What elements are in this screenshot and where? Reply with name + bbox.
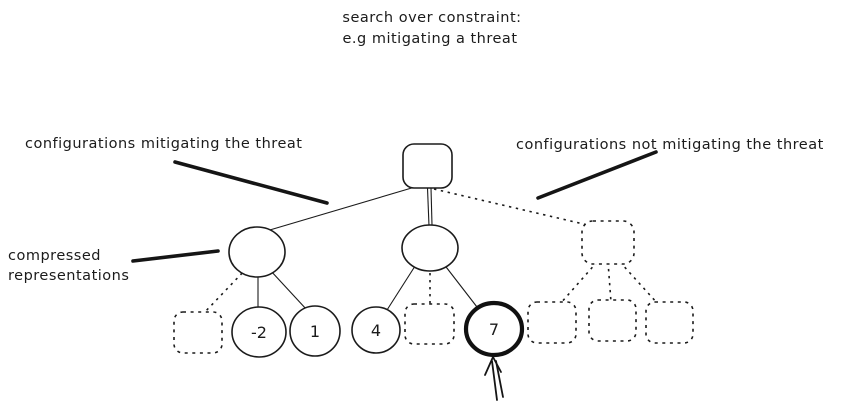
- leaf-value-4: 4: [371, 321, 381, 340]
- leaf-node-dashed-right-1: [527, 301, 577, 344]
- leaf-node-dashed-right-3: [645, 301, 694, 344]
- leaf-node-7-highlighted: [463, 300, 525, 358]
- edge-root-to-right-branch-dashed: [433, 188, 593, 227]
- leaf-node-1: [289, 305, 341, 357]
- leaf-value-7: 7: [489, 320, 499, 339]
- label-configurations-mitigating: configurations mitigating the threat: [25, 136, 302, 152]
- leaf-value-1: 1: [310, 322, 320, 341]
- leaf-node-dashed-middle: [404, 303, 455, 345]
- edge-right-branch-to-dashed-leaf-1: [559, 261, 598, 305]
- pointer-line-not-mitigating: [536, 150, 658, 200]
- pointer-line-compressed: [131, 249, 220, 263]
- left-branch-node: [228, 226, 286, 278]
- leaf-node-dashed-left: [173, 311, 223, 354]
- middle-branch-node: [401, 224, 459, 272]
- edge-right-branch-to-dashed-leaf-2: [607, 261, 612, 303]
- tree-nodes: [173, 143, 694, 358]
- leaf-node-4: [351, 306, 401, 354]
- tree-edges: [203, 186, 659, 314]
- edge-middle-branch-to-leaf-7: [442, 262, 478, 308]
- leaf-node-neg2: [231, 306, 287, 358]
- edge-right-branch-to-dashed-leaf-3: [619, 261, 659, 305]
- up-arrow-icon: [484, 356, 504, 401]
- leaf-value-neg2: -2: [251, 323, 267, 342]
- right-branch-node-dashed: [581, 220, 635, 265]
- title-line-2: e.g mitigating a threat: [342, 31, 517, 47]
- pointer-line-mitigating: [173, 160, 329, 205]
- edge-left-branch-to-leaf-1: [269, 269, 308, 311]
- edge-root-to-middle-branch-stroke2: [430, 187, 433, 226]
- edge-root-to-left-branch: [262, 186, 416, 233]
- edge-middle-branch-to-leaf-4: [386, 262, 418, 311]
- title-line-1: search over constraint:: [342, 10, 521, 26]
- leaf-node-dashed-right-2: [588, 299, 637, 342]
- edge-root-to-middle-branch: [426, 187, 430, 227]
- label-compressed-line-2: representations: [8, 268, 129, 284]
- edge-left-branch-to-dashed-leaf: [203, 267, 248, 314]
- label-compressed-line-1: compressed: [8, 248, 101, 264]
- label-configurations-not-mitigating: configurations not mitigating the threat: [516, 137, 824, 153]
- root-node: [402, 143, 453, 189]
